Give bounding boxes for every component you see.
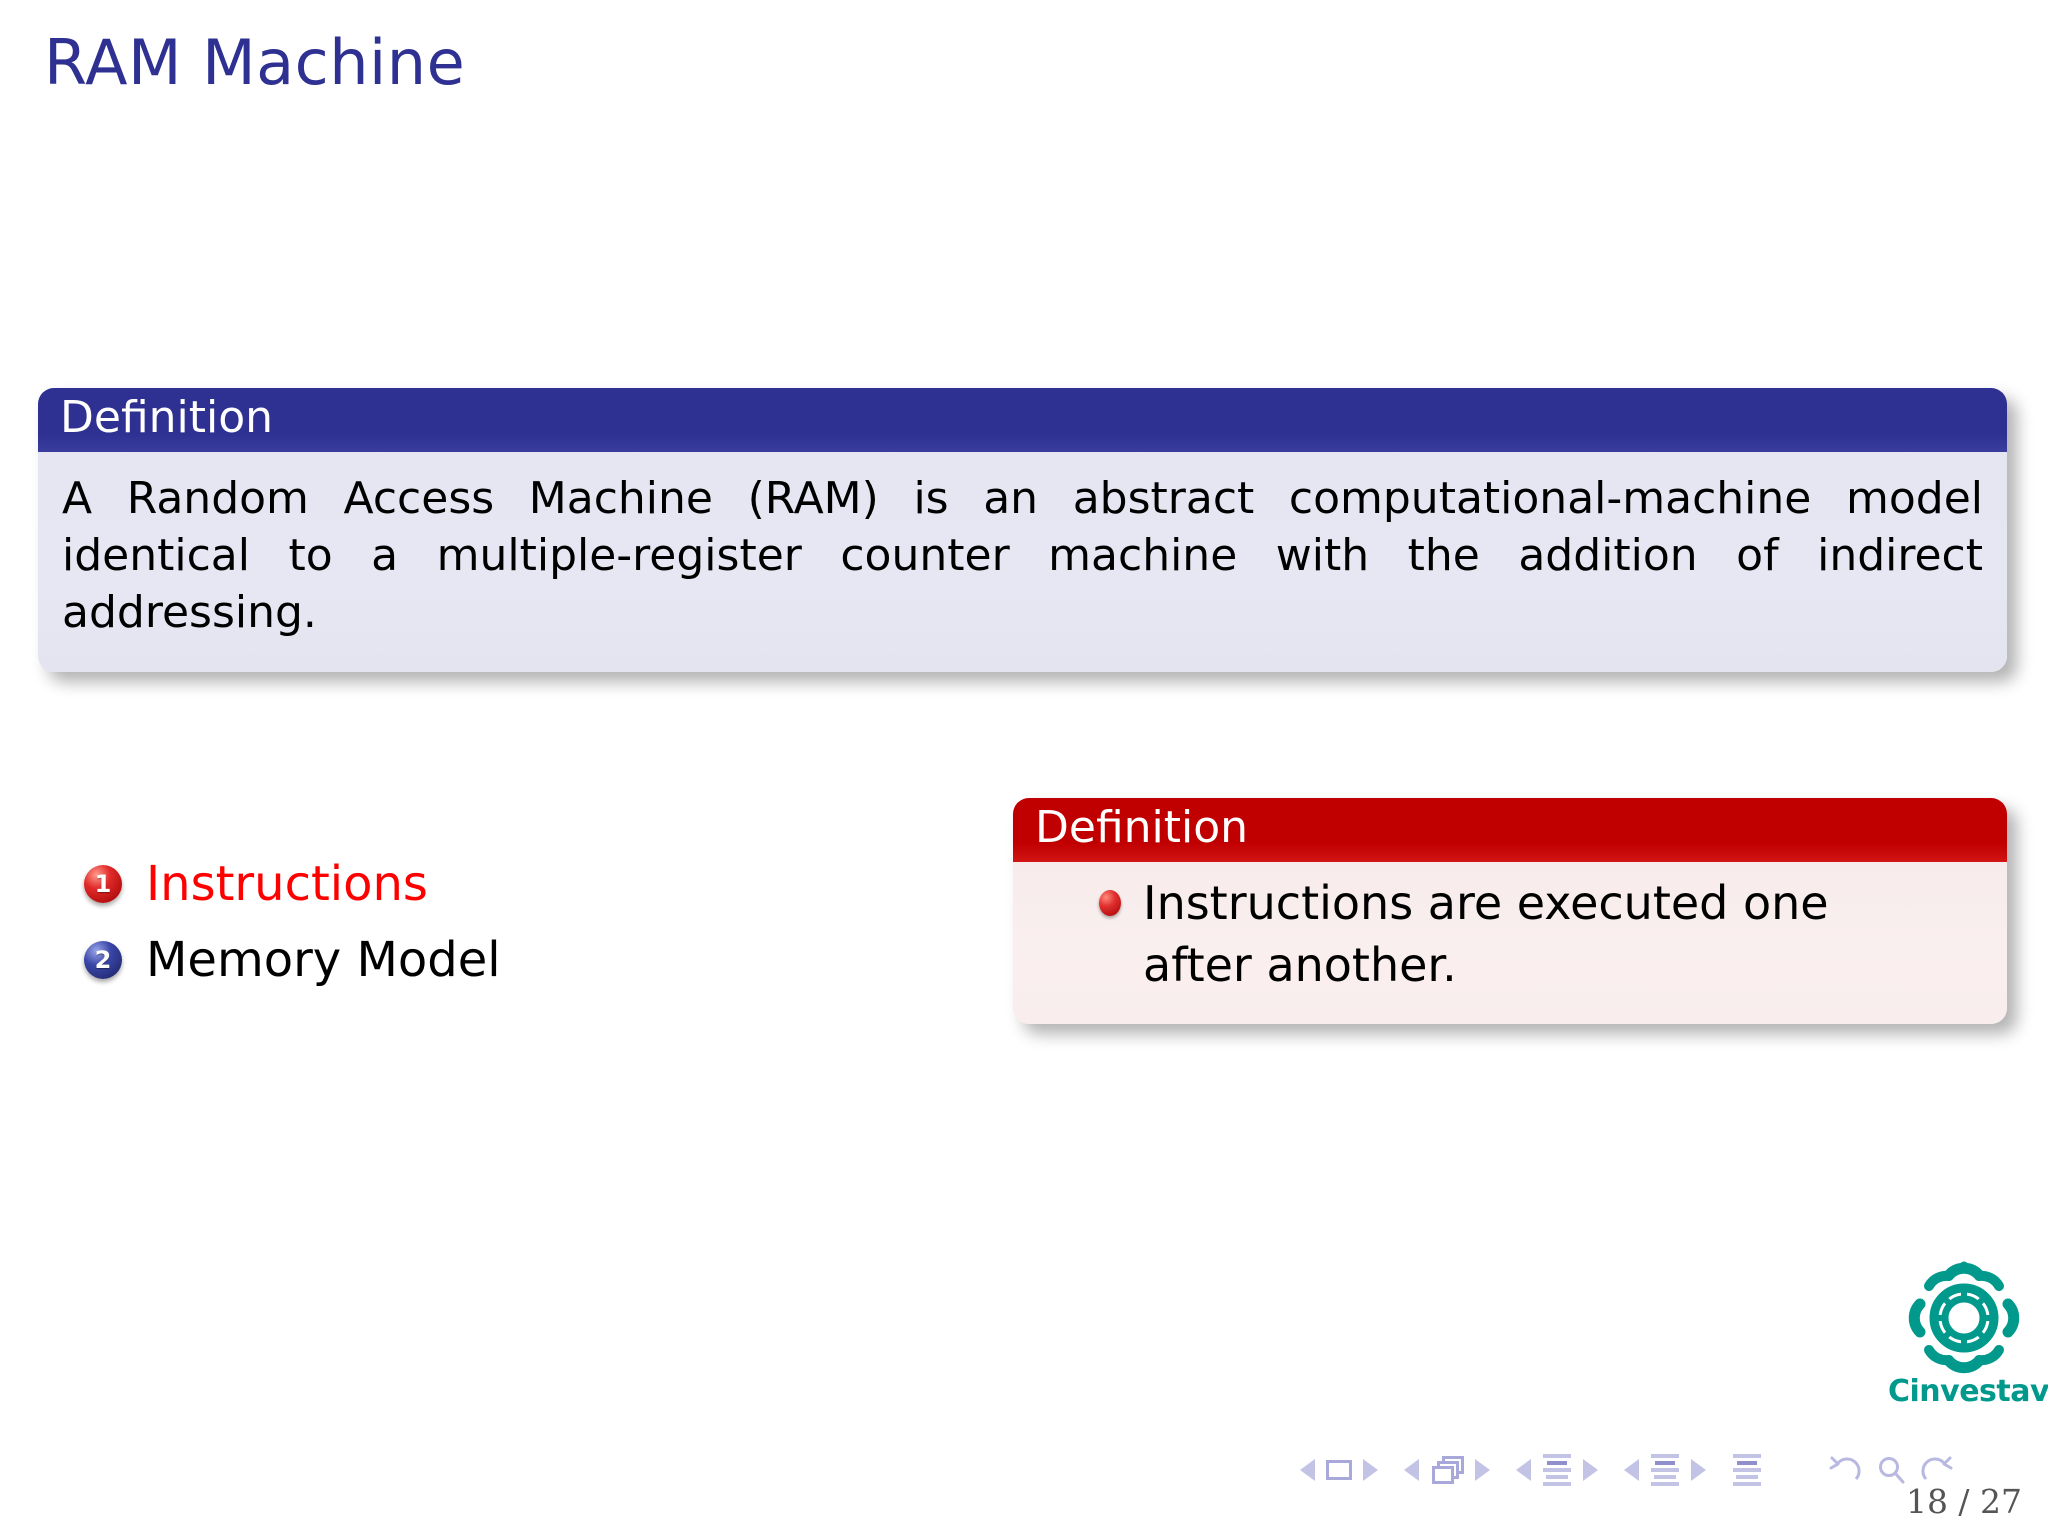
frame-nav-group xyxy=(1300,1459,1378,1481)
subsection-nav-group xyxy=(1404,1456,1490,1484)
slides-stack-icon[interactable] xyxy=(1430,1456,1464,1484)
definition-block-main-header: Definition xyxy=(38,388,2007,452)
sidebar-item-label: Instructions xyxy=(146,856,428,912)
list-item[interactable]: 1 Instructions xyxy=(84,860,704,908)
part-outline-icon[interactable] xyxy=(1650,1454,1680,1486)
bullet-icon xyxy=(1099,890,1121,916)
list-item[interactable]: 2 Memory Model xyxy=(84,936,704,984)
definition-block-main: Definition A Random Access Machine (RAM)… xyxy=(38,388,2007,672)
definition-block-red-body: Instructions are executed one after anot… xyxy=(1013,862,2007,1025)
bullet-text: Instructions are executed one after anot… xyxy=(1143,876,1829,993)
prev-section-icon[interactable] xyxy=(1516,1459,1531,1481)
next-part-icon[interactable] xyxy=(1691,1459,1706,1481)
document-nav-group xyxy=(1732,1454,1762,1486)
definition-block-red: Definition Instructions are executed one… xyxy=(1013,798,2007,1025)
next-subsection-icon[interactable] xyxy=(1475,1459,1490,1481)
prev-frame-icon[interactable] xyxy=(1300,1459,1315,1481)
outline-list: 1 Instructions 2 Memory Model xyxy=(84,860,704,1012)
back-icon[interactable] xyxy=(1828,1455,1862,1485)
page-number: 18 / 27 xyxy=(1905,1482,2023,1521)
cinvestav-logo: Cinvestav xyxy=(1888,1258,2048,1409)
history-nav-group xyxy=(1828,1455,1954,1485)
definition-block-main-body: A Random Access Machine (RAM) is an abst… xyxy=(38,452,2007,672)
prev-subsection-icon[interactable] xyxy=(1404,1459,1419,1481)
frame-icon[interactable] xyxy=(1326,1460,1352,1480)
part-nav-group xyxy=(1624,1454,1706,1486)
document-outline-icon[interactable] xyxy=(1732,1454,1762,1486)
section-outline-icon[interactable] xyxy=(1542,1454,1572,1486)
section-nav-group xyxy=(1516,1454,1598,1486)
forward-icon[interactable] xyxy=(1920,1455,1954,1485)
bullet-row: Instructions are executed one after anot… xyxy=(1037,872,1983,996)
cinvestav-wordmark: Cinvestav xyxy=(1888,1374,2048,1409)
search-icon[interactable] xyxy=(1876,1455,1906,1485)
page-title: RAM Machine xyxy=(44,26,466,99)
cinvestav-emblem-icon xyxy=(1908,1261,2020,1374)
next-section-icon[interactable] xyxy=(1583,1459,1598,1481)
sidebar-item-label: Memory Model xyxy=(146,932,501,988)
prev-part-icon[interactable] xyxy=(1624,1459,1639,1481)
enum-ball-2: 2 xyxy=(84,941,122,979)
next-frame-icon[interactable] xyxy=(1363,1459,1378,1481)
beamer-navigation-bar[interactable] xyxy=(1300,1448,2020,1492)
enum-ball-1: 1 xyxy=(84,865,122,903)
definition-block-red-header: Definition xyxy=(1013,798,2007,862)
